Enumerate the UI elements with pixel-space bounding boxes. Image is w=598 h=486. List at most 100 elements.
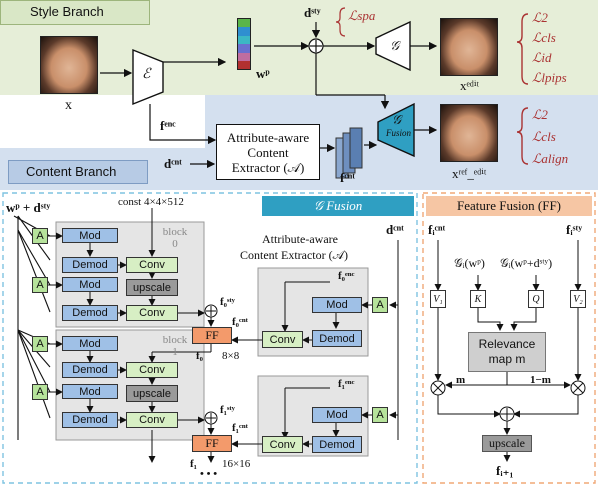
input-x-label: x [65,98,72,113]
wp-latent-vector [237,18,251,70]
size-16-label: 16×16 [222,458,251,470]
encoder-shape [132,48,164,106]
block1-conv-1: Conv [126,362,178,378]
f0-sty-label: f₀ˢᵗʸ [220,296,235,308]
style-branch-label: Style Branch [30,4,104,19]
block1-upscale: upscale [126,385,178,402]
extractor-title-1: Attribute-aware [262,232,338,246]
extractor-a-0: A [372,297,388,313]
extractor-demod-0: Demod [312,330,362,347]
ff-box-1: FF [192,435,232,452]
g-fusion-label-1: 𝒢 [392,112,402,127]
size-8-label: 8×8 [222,350,240,362]
xrefedit-label: xʳᵉᶠ_ᵉᵈⁱᵗ [452,166,487,181]
fenc-label: fᵉⁿᶜ [160,118,176,133]
g-wp-dsty-label: 𝒢ᵢ(wᵖ+dˢᵗʸ) [500,256,553,270]
loss-align: ℒalign [532,151,569,166]
extractor-title-2: Content Extractor (𝒜) [240,248,348,262]
content-loss-list: ℒ2 ℒcls ℒalign [532,104,568,170]
block0-demod-2: Demod [62,305,118,321]
one-minus-m-label: 1−m [530,374,551,386]
style-branch-title-bg [0,0,150,25]
f0-cnt-label: f₀ᶜⁿᵗ [232,316,248,328]
block0-conv-2: Conv [126,305,178,321]
affine-a-3: A [32,336,48,352]
f0-label: f₀ [196,350,203,362]
loss-lpips: ℒlpips [532,70,567,85]
relevance-line-2: map m [488,352,526,366]
loss-cls-content: ℒcls [532,129,556,144]
content-branch-title-bg [8,160,148,184]
continuation-dots: • • • [200,468,218,480]
fusion-dcnt-label: dᶜⁿᵗ [386,222,404,237]
content-branch-label: Content Branch [26,164,117,179]
loss-cls: ℒcls [532,30,556,45]
extractor-mod-1: Mod [312,407,362,423]
content-extractor-box: Attribute-aware Content Extractor (𝒜) [216,124,320,180]
block1-label: block 1 [162,334,188,358]
ficnt-label: fᵢᶜⁿᵗ [428,222,446,237]
ff-box-0: FF [192,327,232,344]
xrefedit-face-image [440,104,498,162]
f1-sty-label: f₁ˢᵗʸ [220,404,235,416]
m-label: m [456,374,466,386]
extractor-line-2: Content [247,144,289,160]
generator-shape [375,20,411,72]
block1-demod-1: Demod [62,362,118,378]
wp-label: wᵖ [256,66,270,81]
fusion-panel-border [2,192,418,484]
block0-label: block 0 [162,226,188,250]
extractor-line-1: Attribute-aware [226,129,310,145]
affine-a-1: A [32,228,48,244]
lspa-label: ℒspa [348,8,376,23]
extractor-mod-0: Mod [312,297,362,313]
f1-label: f₁ [190,458,197,470]
f1-cnt-label: f₁ᶜⁿᵗ [232,422,248,434]
extractor-line-3: Extractor (𝒜) [231,159,305,175]
loss-id: ℒid [532,50,552,65]
fisty-label: fᵢˢᵗʸ [566,222,583,237]
input-face-image [40,36,98,94]
xedit-label: xᵉᵈⁱᵗ [460,78,479,93]
q-box: Q [528,290,544,308]
extractor-conv-0: Conv [262,331,303,348]
g-fusion-label-2: Fusion [386,128,412,138]
generator-label: 𝒢 [390,38,400,53]
const-label: const 4×4×512 [118,196,184,208]
loss-l2-content: ℒ2 [532,107,548,122]
generator-fusion-shape [377,102,415,158]
ff-panel-border [422,192,596,484]
dsty-label: dˢᵗʸ [304,5,321,20]
extractor-demod-1: Demod [312,436,362,453]
xedit-face-image [440,18,498,76]
block1-demod-2: Demod [62,412,118,428]
block0-upscale: upscale [126,279,178,296]
block0-demod-1: Demod [62,257,118,273]
v2-box: V₂ [570,290,586,308]
extractor-conv-1: Conv [262,436,303,453]
style-loss-list: ℒ2 ℒcls ℒid ℒlpips [532,8,567,88]
k-box: K [470,290,486,308]
wp-plus-dsty-label: wᵖ + dˢᵗʸ [6,200,51,215]
extractor-a-1: A [372,407,388,423]
fcnt-label: fᶜⁿᵗ [340,170,355,185]
block1-mod-1: Mod [62,336,118,351]
dcnt-label: dᶜⁿᵗ [164,156,182,171]
fusion-header: 𝒢 Fusion [262,196,414,216]
f1-enc-label: f₁ᵉⁿᶜ [338,378,355,390]
block1-mod-2: Mod [62,384,118,399]
block0-mod-2: Mod [62,277,118,292]
ff-upscale-box: upscale [482,435,532,452]
affine-a-2: A [32,277,48,293]
block1-conv-2: Conv [126,412,178,428]
block0-mod-1: Mod [62,228,118,243]
block0-conv-1: Conv [126,257,178,273]
f0-enc-label: f₀ᵉⁿᶜ [338,270,355,282]
relevance-line-1: Relevance [478,337,536,351]
fi1-label: fᵢ₊₁ [496,463,514,478]
affine-a-4: A [32,384,48,400]
g-wp-label: 𝒢ᵢ(wᵖ) [454,256,485,270]
encoder-label: ℰ [142,67,151,82]
v1-box: V₁ [430,290,446,308]
